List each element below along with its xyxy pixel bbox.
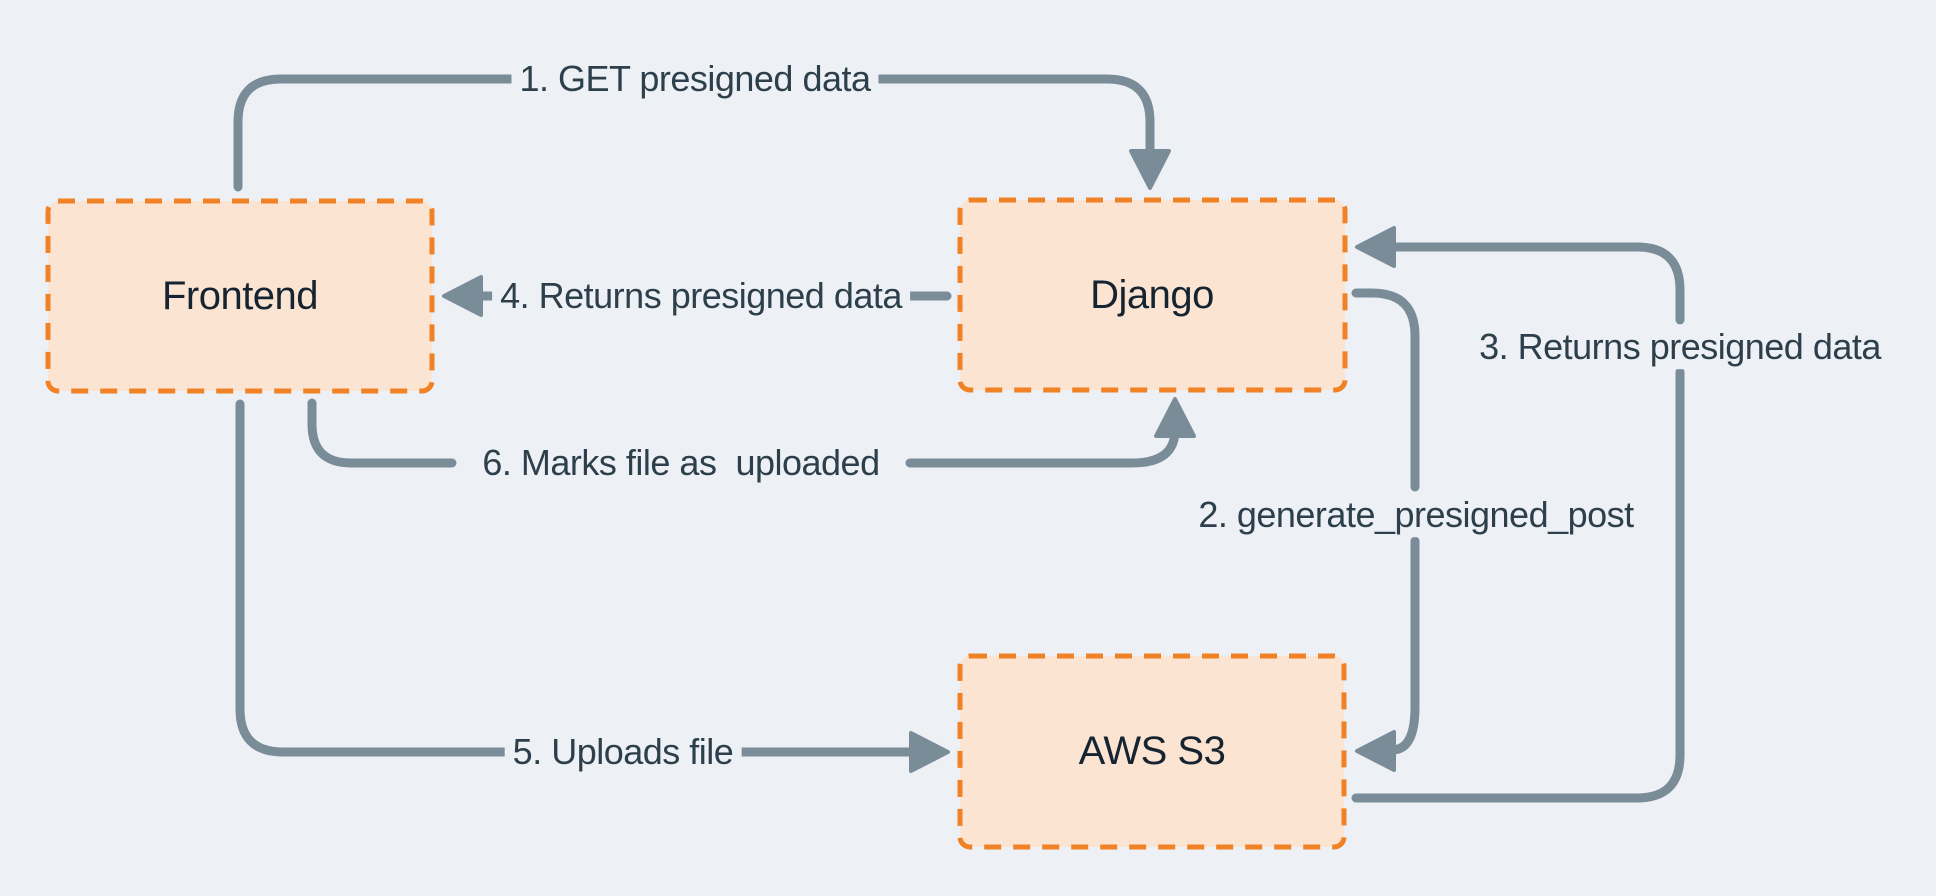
edge-step-3-line-bottom xyxy=(1351,367,1685,803)
edge-step-2-arrowhead-left-icon xyxy=(1355,730,1396,772)
edge-step-4-arrowhead-left-icon xyxy=(442,275,483,317)
edge-step-3-line-top xyxy=(1392,242,1685,325)
edge-step-4-label: 4. Returns presigned data xyxy=(492,274,910,318)
node-aws-s3-box xyxy=(957,653,1347,850)
edge-step-6-line-right xyxy=(905,425,1180,468)
edge-step-2-label: 2. generate_presigned_post xyxy=(1190,493,1642,537)
edge-step-5-arrowhead-right-icon xyxy=(909,731,950,773)
edge-step-6-arrowhead-up-icon xyxy=(1154,397,1196,438)
edge-step-6-line-left xyxy=(307,398,457,468)
edge-step-5-line-left xyxy=(235,399,512,757)
node-django-box xyxy=(957,197,1348,393)
edge-step-6-label: 6. Marks file as uploaded xyxy=(474,441,888,485)
edge-step-1-line-left xyxy=(233,74,533,192)
node-django-label: Django xyxy=(1090,273,1214,317)
edge-step-1-label: 1. GET presigned data xyxy=(511,57,879,101)
edge-step-3-label: 3. Returns presigned data xyxy=(1471,325,1889,369)
node-aws-s3-label: AWS S3 xyxy=(1078,729,1226,773)
node-frontend-box xyxy=(45,198,435,394)
edge-step-1-arrowhead-down-icon xyxy=(1129,149,1171,190)
edge-step-2-line-top xyxy=(1351,288,1420,492)
edge-step-3-arrowhead-left-icon xyxy=(1355,226,1396,268)
edge-step-1-line-right xyxy=(853,74,1155,153)
node-frontend-label: Frontend xyxy=(161,274,319,318)
edge-step-2-line-bottom xyxy=(1387,536,1420,755)
edge-step-5-label: 5. Uploads file xyxy=(504,730,742,774)
